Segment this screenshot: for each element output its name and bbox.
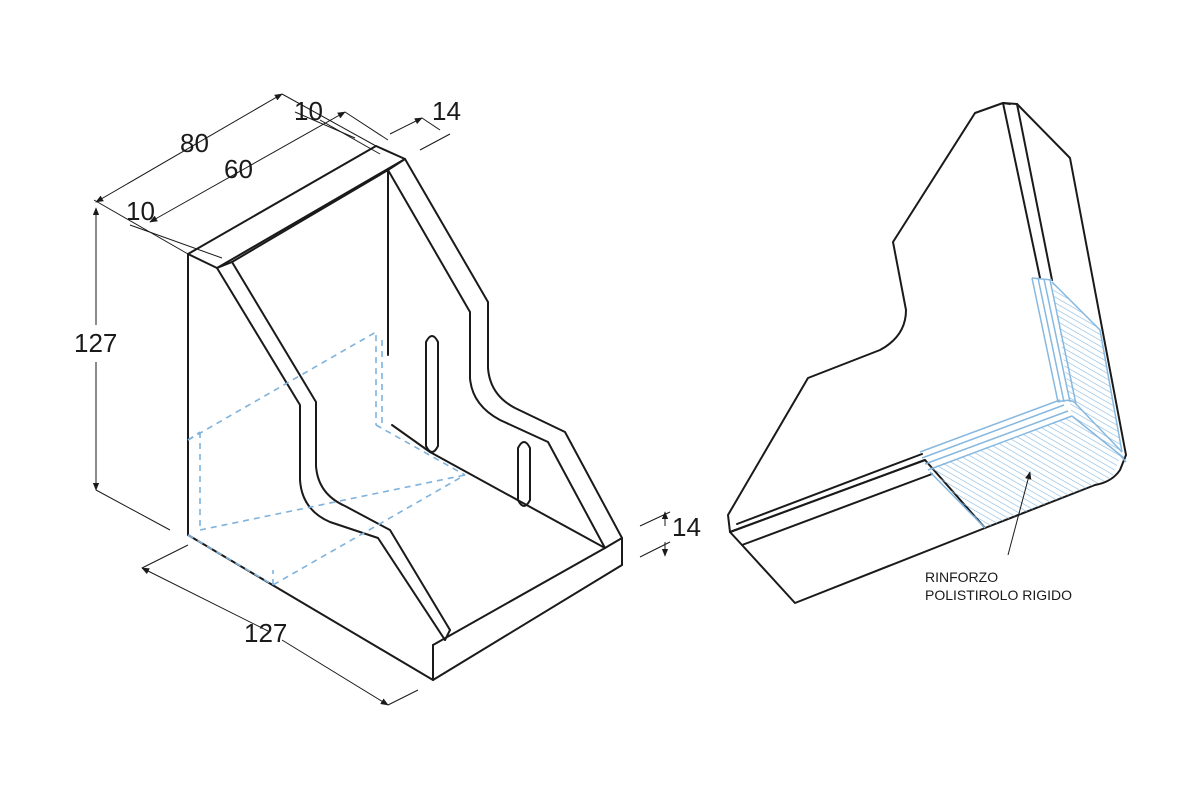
slot-back [425,335,439,453]
dim-depth: 127 [244,618,287,648]
left-isometric-view [187,145,623,681]
right-profile [404,158,623,681]
label-reinforcement-line2: POLISTIROLO RIGIDO [925,587,1072,603]
right-outline [727,102,1127,533]
dim-width-total: 80 [180,128,209,158]
label-reinforcement-line1: RINFORZO [925,569,998,585]
hidden-edges [187,330,466,586]
dim-thickness-side: 14 [672,512,701,542]
left-top-rim [187,145,406,269]
dim-wall-left: 10 [126,196,155,226]
dim-wall-right: 10 [294,96,323,126]
dim-width-inner: 60 [224,154,253,184]
dimension-lines [92,93,671,706]
dimension-labels: 80 60 10 10 14 127 127 14 [74,96,701,648]
right-view: RINFORZO POLISTIROLO RIGIDO [727,102,1127,604]
dim-height: 127 [74,328,117,358]
slot-right [517,441,531,507]
dim-thickness-top: 14 [432,96,461,126]
reinforcement-insert [919,277,1127,529]
